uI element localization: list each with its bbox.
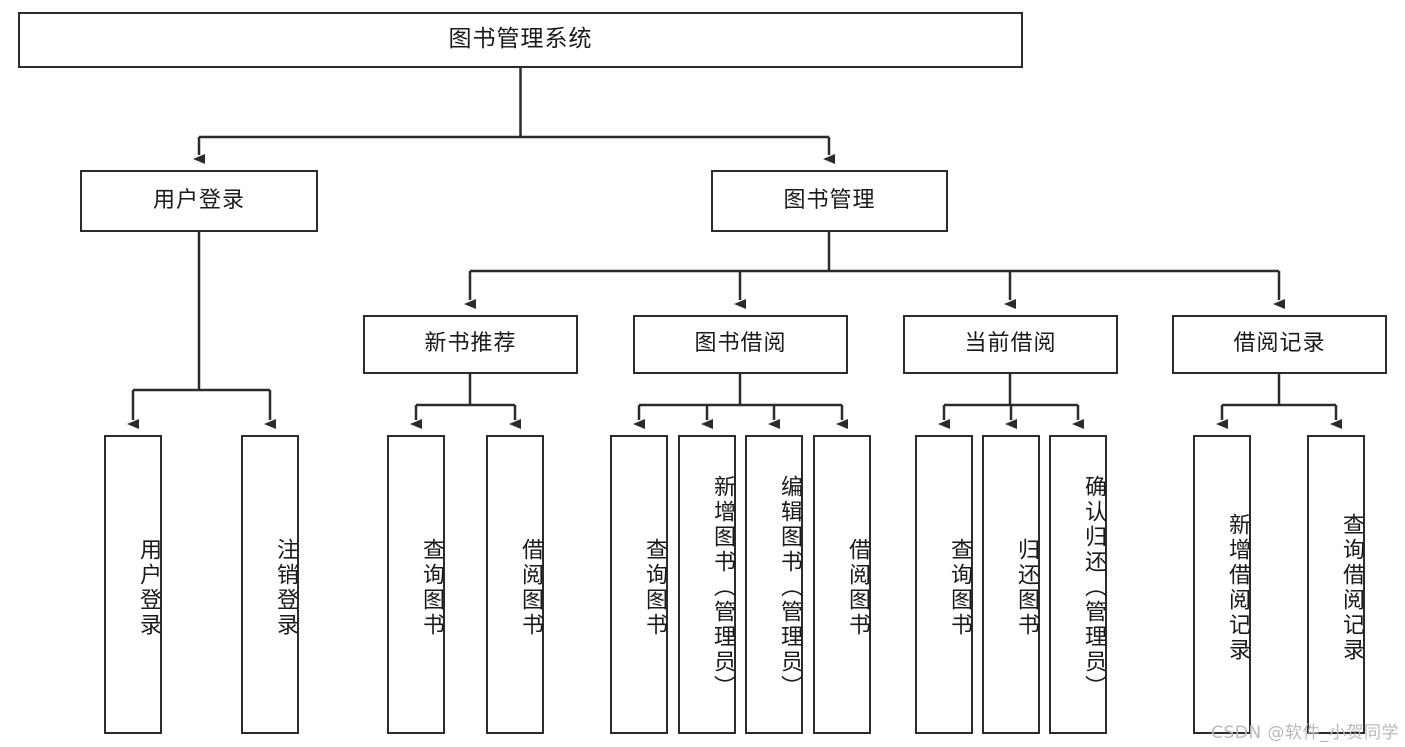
node-leaf-user-logout-label: 注销登录 [273, 537, 298, 638]
node-leaf-return-book-label: 归还图书 [1014, 537, 1039, 638]
node-leaf-query-book-rec[interactable]: 查询图书 [387, 435, 445, 734]
node-borrow-record-label: 借阅记录 [1233, 331, 1326, 357]
node-leaf-borrow-book[interactable]: 借阅图书 [813, 435, 871, 734]
node-new-book-rec[interactable]: 新书推荐 [363, 315, 578, 374]
node-borrow-record[interactable]: 借阅记录 [1172, 315, 1387, 374]
node-new-book-rec-label: 新书推荐 [424, 331, 517, 357]
node-leaf-edit-book[interactable]: 编辑图书（管理员） [745, 435, 803, 734]
node-root-label: 图书管理系统 [448, 26, 593, 53]
node-root[interactable]: 图书管理系统 [18, 12, 1023, 68]
node-leaf-add-record[interactable]: 新增借阅记录 [1193, 435, 1251, 734]
node-leaf-borrow-book-rec[interactable]: 借阅图书 [486, 435, 544, 734]
node-user-login[interactable]: 用户登录 [80, 170, 318, 232]
node-leaf-add-book[interactable]: 新增图书（管理员） [678, 435, 736, 734]
node-current-borrow[interactable]: 当前借阅 [903, 315, 1118, 374]
node-leaf-borrow-book-label: 借阅图书 [845, 537, 870, 638]
node-leaf-confirm-return-label: 确认归还（管理员） [1081, 475, 1106, 700]
node-user-login-label: 用户登录 [152, 187, 245, 213]
node-book-borrow-label: 图书借阅 [694, 331, 787, 357]
node-leaf-query-book-rec-label: 查询图书 [419, 537, 444, 638]
node-book-manage[interactable]: 图书管理 [711, 170, 948, 232]
node-leaf-return-book[interactable]: 归还图书 [982, 435, 1040, 734]
node-leaf-query-record-label: 查询借阅记录 [1339, 512, 1364, 663]
node-leaf-add-record-label: 新增借阅记录 [1225, 512, 1250, 663]
node-book-borrow[interactable]: 图书借阅 [633, 315, 848, 374]
node-current-borrow-label: 当前借阅 [964, 331, 1057, 357]
node-leaf-query-book-cur-label: 查询图书 [947, 537, 972, 638]
node-leaf-add-book-label: 新增图书（管理员） [710, 475, 735, 700]
node-leaf-query-record[interactable]: 查询借阅记录 [1307, 435, 1365, 734]
node-leaf-borrow-book-rec-label: 借阅图书 [518, 537, 543, 638]
node-leaf-user-login-label: 用户登录 [136, 537, 161, 638]
node-book-manage-label: 图书管理 [783, 187, 876, 213]
node-leaf-user-logout[interactable]: 注销登录 [241, 435, 299, 734]
node-leaf-query-book-borrow-label: 查询图书 [642, 537, 667, 638]
node-leaf-confirm-return[interactable]: 确认归还（管理员） [1049, 435, 1107, 734]
node-leaf-query-book-cur[interactable]: 查询图书 [915, 435, 973, 734]
node-leaf-edit-book-label: 编辑图书（管理员） [777, 475, 802, 700]
node-leaf-user-login[interactable]: 用户登录 [104, 435, 162, 734]
node-leaf-query-book-borrow[interactable]: 查询图书 [610, 435, 668, 734]
